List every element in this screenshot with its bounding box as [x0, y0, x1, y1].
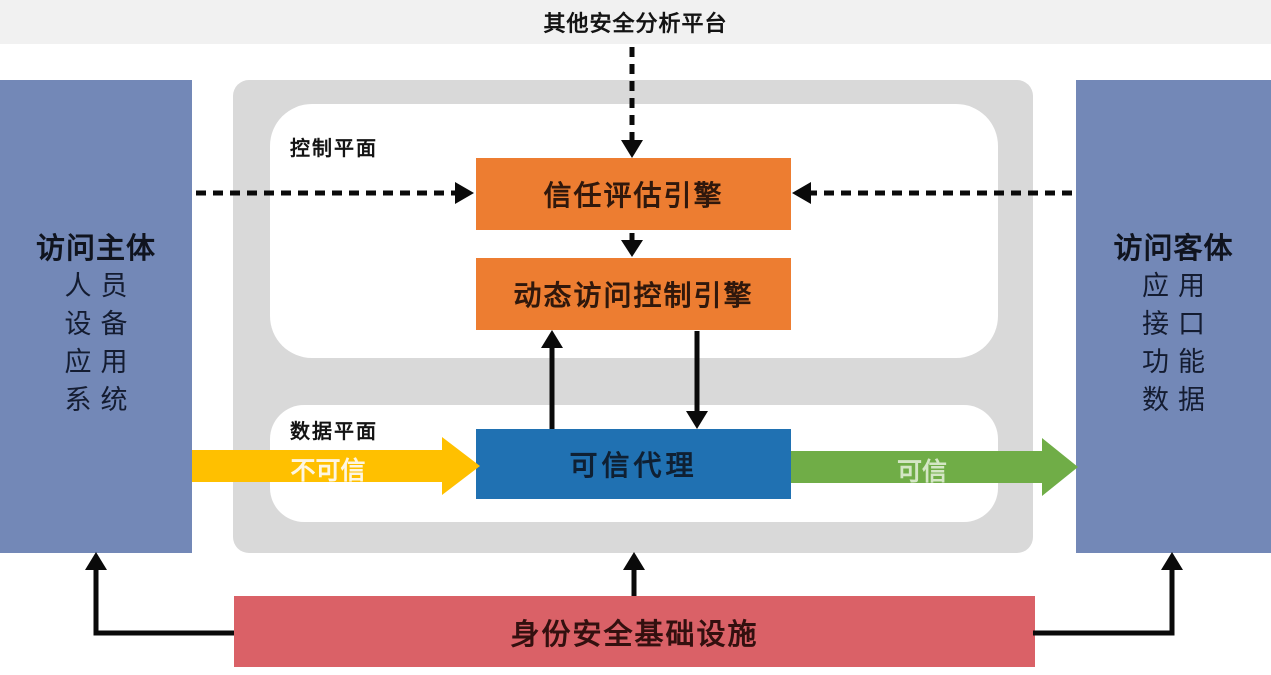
top-banner: 其他安全分析平台 [0, 0, 1271, 44]
object-item-data: 数据 [1142, 385, 1214, 415]
object-item-app: 应用 [1142, 271, 1214, 301]
arrow-infra-to-zone [623, 552, 645, 596]
access-object-panel: 访问客体 应用 接口 功能 数据 [1076, 80, 1271, 553]
arrow-infra-to-subject [85, 552, 234, 636]
dynamic-access-control-engine-label: 动态访问控制引擎 [513, 280, 754, 311]
access-object-title: 访问客体 [1113, 233, 1234, 265]
control-plane-label: 控制平面 [290, 138, 378, 160]
trusted-proxy-label: 可信代理 [569, 450, 698, 481]
untrusted-flow-label: 不可信 [290, 457, 366, 485]
top-banner-label: 其他安全分析平台 [543, 11, 728, 36]
trust-evaluation-engine-label: 信任评估引擎 [543, 180, 724, 211]
identity-infrastructure-box: 身份安全基础设施 [234, 596, 1035, 667]
access-subject-panel: 访问主体 人员 设备 应用 系统 [0, 80, 192, 553]
subject-item-device: 设备 [64, 309, 137, 339]
object-item-api: 接口 [1142, 309, 1214, 339]
arrow-infra-to-object [1033, 552, 1183, 636]
trust-evaluation-engine-box: 信任评估引擎 [476, 158, 791, 230]
object-item-function: 功能 [1142, 347, 1214, 377]
data-plane-label: 数据平面 [290, 421, 378, 443]
access-subject-title: 访问主体 [35, 233, 156, 265]
identity-infrastructure-label: 身份安全基础设施 [510, 618, 759, 651]
trusted-flow-label: 可信 [896, 458, 947, 486]
subject-item-person: 人员 [64, 271, 137, 301]
dynamic-access-control-engine-box: 动态访问控制引擎 [476, 258, 791, 330]
subject-item-app: 应用 [64, 347, 137, 377]
subject-item-system: 系统 [64, 385, 137, 415]
trusted-proxy-box: 可信代理 [476, 429, 791, 499]
